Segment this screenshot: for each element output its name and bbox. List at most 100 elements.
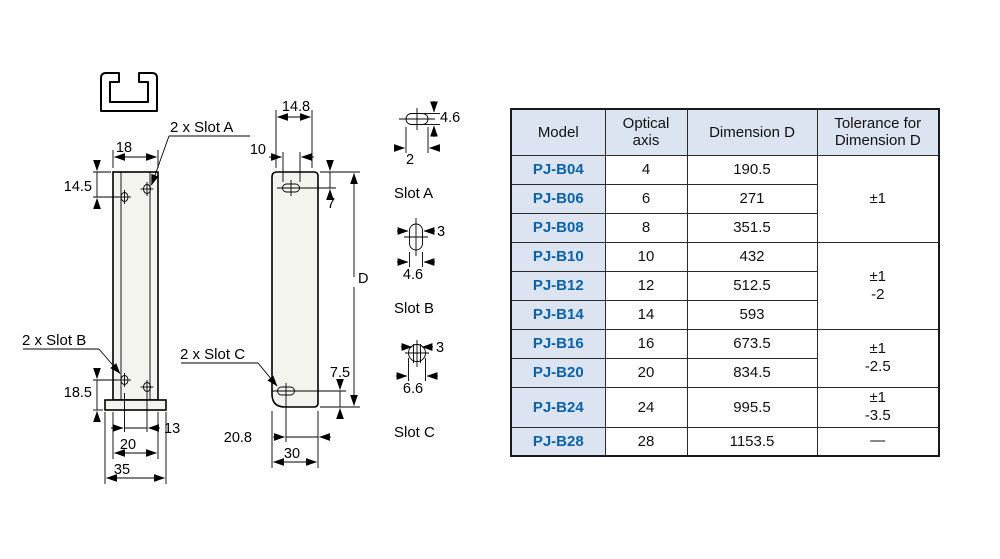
model-cell: PJ-B06 xyxy=(510,183,606,214)
side-dim-slot-len-label: 10 xyxy=(250,142,266,158)
model-cell: PJ-B08 xyxy=(510,212,606,243)
side-dim-width-top: 14.8 xyxy=(275,99,313,168)
tolerance-cell: — xyxy=(816,426,940,457)
slot-a-dim-len-label: 4.6 xyxy=(440,110,460,126)
dimension-d-cell: 593 xyxy=(686,299,818,330)
optical-axis-cell: 6 xyxy=(604,183,688,214)
front-slot-b-holes xyxy=(118,373,154,394)
col-header-tolerance: Tolerance for Dimension D xyxy=(816,108,940,156)
dimension-d-cell: 1153.5 xyxy=(686,426,818,457)
slot-c-detail-drawing: 3 6.6 Slot C xyxy=(394,340,444,441)
front-dim-slot-pitch: 13 xyxy=(111,393,180,437)
slot-c-dim-dia-label: 6.6 xyxy=(403,381,423,397)
side-callout-slot-c: 2 x Slot C xyxy=(180,346,278,387)
side-dim-slot-len: 10 xyxy=(250,142,314,182)
optical-axis-cell: 8 xyxy=(604,212,688,243)
front-dim-slot-b-pos: 18.5 xyxy=(64,368,118,422)
side-slot-c xyxy=(272,383,300,399)
dimension-d-cell: 834.5 xyxy=(686,357,818,388)
optical-axis-cell: 12 xyxy=(604,270,688,301)
side-view-drawing: 14.8 10 7 xyxy=(180,99,368,468)
side-dim-slot-c-pos-label: 7.5 xyxy=(330,365,350,381)
side-dim-slot-c-inset-label: 20.8 xyxy=(224,430,252,446)
front-dim-slot-b-pos-label: 18.5 xyxy=(64,385,92,401)
front-dim-width-top-label: 18 xyxy=(116,140,132,156)
model-cell: PJ-B20 xyxy=(510,357,606,388)
model-cell: PJ-B04 xyxy=(510,154,606,185)
model-cell: PJ-B28 xyxy=(510,426,606,457)
col-header-optical-axis: Optical axis xyxy=(604,108,688,156)
front-slot-a-holes xyxy=(118,182,154,204)
model-cell: PJ-B10 xyxy=(510,241,606,272)
side-dim-width-full: 30 xyxy=(271,411,318,468)
slot-b-dim-len-label: 4.6 xyxy=(403,267,423,283)
optical-axis-cell: 20 xyxy=(604,357,688,388)
table-row: PJ-B04 4 190.5 ±1 xyxy=(510,154,940,243)
tolerance-cell: ±1 -3.5 xyxy=(816,386,940,428)
slot-c-label: Slot C xyxy=(394,424,435,441)
optical-axis-cell: 16 xyxy=(604,328,688,359)
header-row: Model Optical axis Dimension D Tolerance… xyxy=(510,108,940,156)
tolerance-cell: ±1 -2 xyxy=(816,241,940,330)
front-dim-slot-pitch-label: 13 xyxy=(164,421,180,437)
spec-table: Model Optical axis Dimension D Tolerance… xyxy=(510,108,940,457)
side-callout-slot-c-label: 2 x Slot C xyxy=(180,346,245,363)
side-dim-height-label: D xyxy=(358,271,368,287)
front-dim-width-top: 18 xyxy=(112,140,159,168)
model-cell: PJ-B16 xyxy=(510,328,606,359)
dimension-d-cell: 190.5 xyxy=(686,154,818,185)
slot-b-label: Slot B xyxy=(394,300,434,317)
front-callout-slot-b-label: 2 x Slot B xyxy=(22,332,86,349)
slot-a-detail-drawing: 4.6 2 Slot A xyxy=(394,101,460,202)
model-cell: PJ-B12 xyxy=(510,270,606,301)
front-dim-width-full-label: 35 xyxy=(114,462,130,478)
table-row: PJ-B10 10 432 ±1 -2 xyxy=(510,241,940,330)
dimension-d-cell: 995.5 xyxy=(686,386,818,428)
table-row: PJ-B12 12 512.5 xyxy=(510,270,939,301)
table-row: PJ-B08 8 351.5 xyxy=(510,212,939,243)
optical-axis-cell: 10 xyxy=(604,241,688,272)
channel-section-drawing xyxy=(100,72,158,112)
tolerance-cell: ±1 -2.5 xyxy=(816,328,940,388)
model-cell: PJ-B14 xyxy=(510,299,606,330)
front-view-body xyxy=(112,171,159,401)
slot-a-label: Slot A xyxy=(394,185,433,202)
optical-axis-cell: 4 xyxy=(604,154,688,185)
slot-b-detail-drawing: 3 4.6 Slot B xyxy=(394,218,445,317)
side-dim-slot-c-pos: 7.5 xyxy=(300,365,350,419)
side-view-body xyxy=(271,171,319,408)
table-row: PJ-B24 24 995.5 ±1 -3.5 xyxy=(510,386,940,428)
technical-drawing: 18 14.5 2 x Slot A 2 x Slot B xyxy=(22,72,460,484)
front-dim-width-full: 35 xyxy=(104,412,167,484)
model-cell: PJ-B24 xyxy=(510,386,606,428)
dimension-d-cell: 432 xyxy=(686,241,818,272)
optical-axis-cell: 24 xyxy=(604,386,688,428)
dimension-d-cell: 512.5 xyxy=(686,270,818,301)
slot-c-dim-slot-width-label: 3 xyxy=(436,340,444,356)
front-view-drawing: 18 14.5 2 x Slot A 2 x Slot B xyxy=(22,119,250,484)
slot-a-dim-width-label: 2 xyxy=(406,152,414,168)
table-row: PJ-B28 28 1153.5 — xyxy=(510,426,940,457)
front-callout-slot-a-label: 2 x Slot A xyxy=(170,119,233,136)
front-dim-slot-a-pos-label: 14.5 xyxy=(64,179,92,195)
table-row: PJ-B16 16 673.5 ±1 -2.5 xyxy=(510,328,940,388)
dimension-d-cell: 351.5 xyxy=(686,212,818,243)
col-header-dimension-d: Dimension D xyxy=(686,108,818,156)
front-dim-width-inner: 20 xyxy=(112,412,159,459)
side-dim-slot-c-inset: 20.8 xyxy=(224,399,331,468)
front-view-base xyxy=(104,399,167,411)
slot-b-dim-width-label: 3 xyxy=(437,224,445,240)
front-dim-slot-a-pos: 14.5 xyxy=(64,160,119,209)
spec-table-container: Model Optical axis Dimension D Tolerance… xyxy=(510,108,940,457)
front-callout-slot-b: 2 x Slot B xyxy=(22,332,121,374)
front-callout-slot-a: 2 x Slot A xyxy=(151,119,250,186)
side-dim-height: D xyxy=(320,171,368,408)
col-header-model: Model xyxy=(510,108,606,156)
tolerance-cell: ±1 xyxy=(816,154,940,243)
side-dim-width-full-label: 30 xyxy=(284,446,300,462)
optical-axis-cell: 28 xyxy=(604,426,688,457)
dimension-d-cell: 271 xyxy=(686,183,818,214)
optical-axis-cell: 14 xyxy=(604,299,688,330)
side-dim-width-top-label: 14.8 xyxy=(282,99,310,115)
